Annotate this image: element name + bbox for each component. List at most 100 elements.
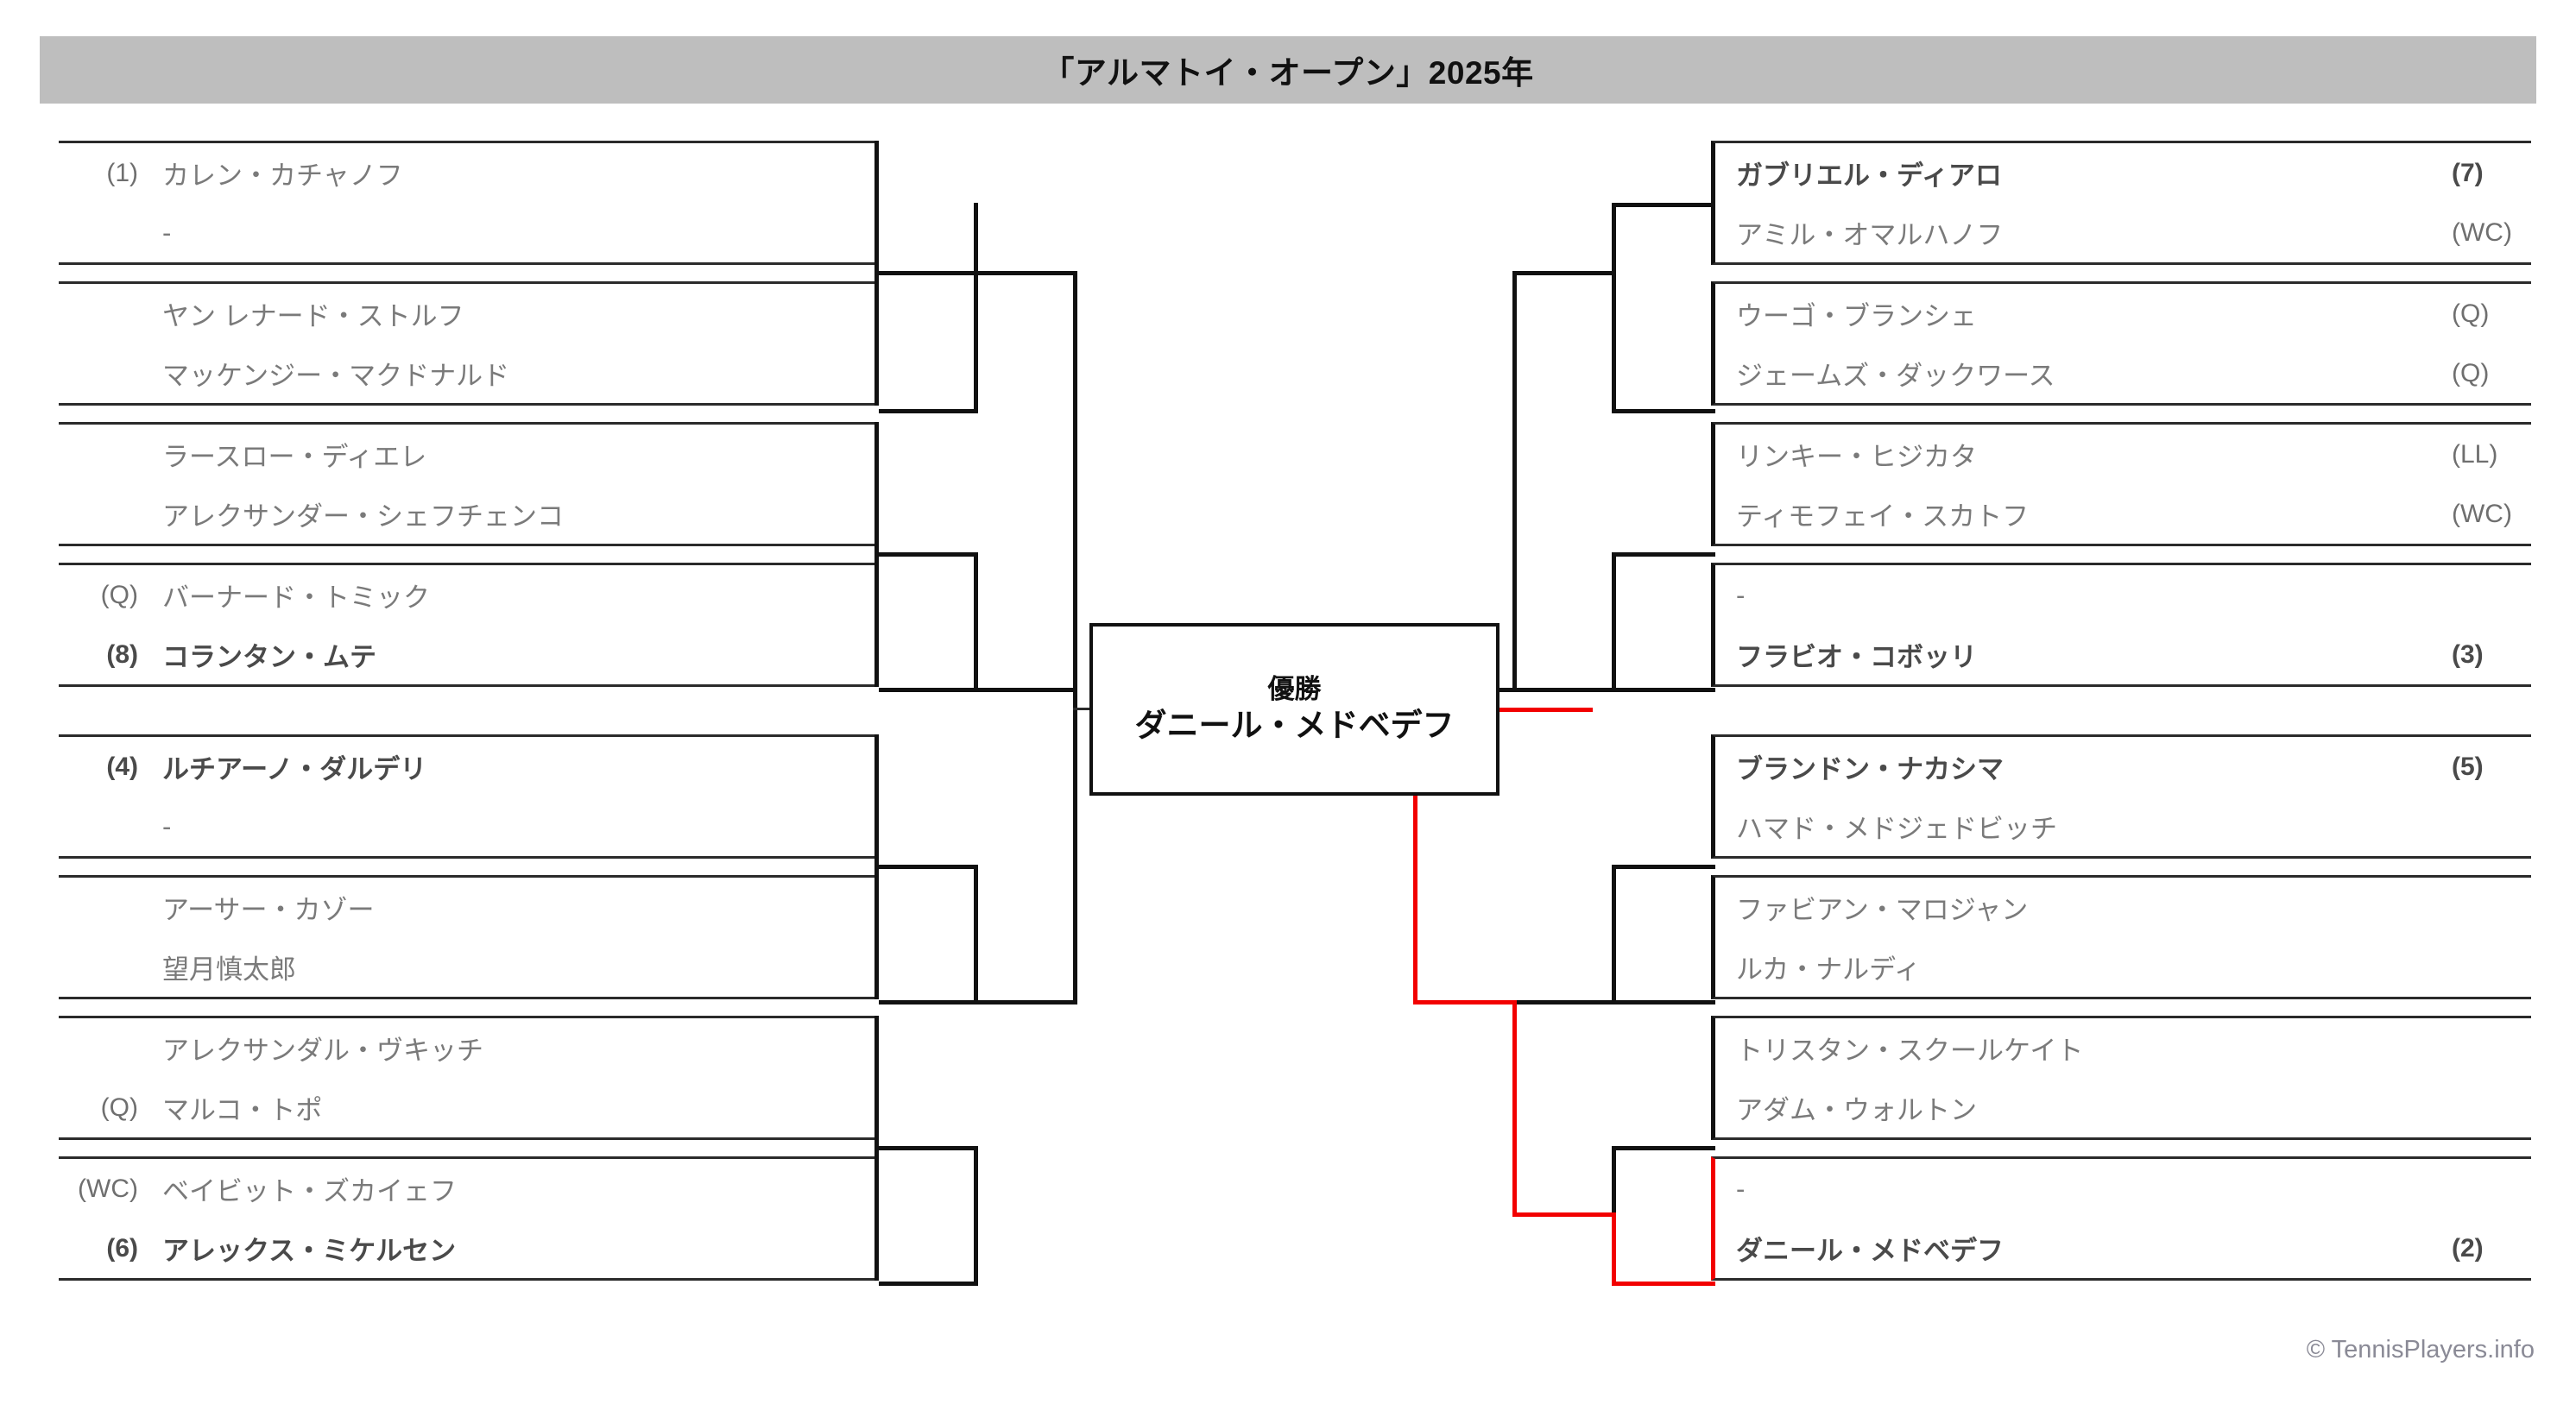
connector-right-r2c-top [1612,865,1715,869]
player-seed: (8) [106,639,138,669]
player-slot[interactable]: (Q) ウーゴ・ブランシェ [1715,284,2531,343]
player-seed: (1) [106,158,138,187]
player-slot[interactable]: ラースロー・ディエレ [59,425,874,484]
connector-right-r2b-bottom [1612,688,1715,692]
player-slot[interactable]: (WC) アミル・オマルハノフ [1715,203,2531,262]
player-slot[interactable]: (WC) ベイビット・ズカイェフ [59,1159,874,1219]
player-slot[interactable]: (3) フラビオ・コボッリ [1715,625,2531,684]
match-box-left-6[interactable]: アーサー・カゾー 望月慎太郎 [59,875,879,999]
player-seed: (Q) [2452,358,2490,387]
player-name: アレクサンダル・ヴキッチ [162,1036,483,1066]
match-box-left-4[interactable]: (Q) バーナード・トミック (8) コランタン・ムテ [59,563,879,687]
player-slot[interactable]: - [59,797,874,856]
connector-left-r2d-stem [974,1146,978,1284]
match-box-left-8[interactable]: (WC) ベイビット・ズカイェフ (6) アレックス・ミケルセン [59,1156,879,1281]
connector-right-r2d-bottom-winner [1612,1282,1715,1286]
match-box-right-7[interactable]: トリスタン・スクールケイト アダム・ウォルトン [1711,1016,2531,1140]
player-slot[interactable]: (1) カレン・カチャノフ [59,143,874,203]
match-box-left-5[interactable]: (4) ルチアーノ・ダルデリ - [59,734,879,859]
player-slot[interactable]: (LL) リンキー・ヒジカタ [1715,425,2531,484]
player-slot[interactable]: アレクサンダル・ヴキッチ [59,1018,874,1078]
connector-left-r3-bottom [974,688,1077,692]
player-name: トリスタン・スクールケイト [1736,1036,2084,1066]
player-slot[interactable]: (2) ダニール・メドベデフ [1715,1219,2531,1278]
connector-right-r3b-top [1512,1000,1616,1004]
player-seed: (Q) [100,580,138,609]
connector-left-m6-riser [874,865,879,999]
player-slot[interactable]: (7) ガブリエル・ディアロ [1715,143,2531,203]
connector-left-m1-riser [874,141,879,272]
connector-left-r2b-top [879,552,978,557]
player-name: - [162,810,172,841]
champion-name: ダニール・メドベデフ [1134,708,1455,744]
player-slot[interactable]: (4) ルチアーノ・ダルデリ [59,737,874,797]
connector-right-r2a-bottom [1612,409,1715,413]
player-name: アーサー・カゾー [162,895,375,925]
player-slot[interactable]: - [1715,1159,2531,1219]
connector-right-r3a-bottom [1512,688,1616,692]
match-box-right-3[interactable]: (LL) リンキー・ヒジカタ (WC) ティモフェイ・スカトフ [1711,422,2531,546]
player-slot[interactable]: 望月慎太郎 [59,937,874,997]
player-slot[interactable]: (6) アレックス・ミケルセン [59,1219,874,1278]
player-seed: (5) [2452,752,2484,781]
player-name: アレクサンダー・シェフチェンコ [162,501,564,532]
player-slot[interactable]: アレクサンダー・シェフチェンコ [59,484,874,544]
player-slot[interactable]: アーサー・カゾー [59,878,874,937]
connector-left-r2d-bottom [879,1282,978,1286]
player-name: マルコ・トポ [162,1095,323,1125]
connector-left-r2d-top [879,1146,978,1150]
match-box-left-2[interactable]: ヤン レナード・ストルフ マッケンジー・マクドナルド [59,281,879,406]
connector-left-m4-riser [874,552,879,687]
connector-right-r2b-top [1612,552,1715,557]
player-name: - [1736,1173,1746,1204]
connector-right-r2a-top [1612,203,1715,207]
connector-left-r2b-stem [974,552,978,690]
player-name: ラースロー・ディエレ [162,442,427,472]
player-seed: (WC) [78,1174,138,1203]
match-box-right-6[interactable]: ファビアン・マロジャン ルカ・ナルディ [1711,875,2531,999]
match-box-right-4[interactable]: - (3) フラビオ・コボッリ [1711,563,2531,687]
player-slot[interactable]: (5) ブランドン・ナカシマ [1715,737,2531,797]
player-slot[interactable]: ハマド・メドジェドビッチ [1715,797,2531,856]
player-slot[interactable]: アダム・ウォルトン [1715,1078,2531,1137]
player-seed: (LL) [2452,439,2498,469]
match-box-right-8[interactable]: - (2) ダニール・メドベデフ [1711,1156,2531,1281]
player-name: ブランドン・ナカシマ [1736,754,2004,784]
player-slot[interactable]: - [1715,565,2531,625]
player-slot[interactable]: ファビアン・マロジャン [1715,878,2531,937]
player-slot[interactable]: (Q) ジェームズ・ダックワース [1715,343,2531,403]
player-name: ヤン レナード・ストルフ [162,301,464,331]
player-slot[interactable]: トリスタン・スクールケイト [1715,1018,2531,1078]
connector-champion-feed [1496,708,1593,712]
player-slot[interactable]: (8) コランタン・ムテ [59,625,874,684]
match-box-left-3[interactable]: ラースロー・ディエレ アレクサンダー・シェフチェンコ [59,422,879,546]
player-name: ティモフェイ・スカトフ [1736,501,2030,532]
match-box-right-2[interactable]: (Q) ウーゴ・ブランシェ (Q) ジェームズ・ダックワース [1711,281,2531,406]
match-box-right-5[interactable]: (5) ブランドン・ナカシマ ハマド・メドジェドビッチ [1711,734,2531,859]
connector-right-r2b-stem [1612,552,1616,690]
player-slot[interactable]: マッケンジー・マクドナルド [59,343,874,403]
player-slot[interactable]: ルカ・ナルディ [1715,937,2531,997]
player-slot[interactable]: (WC) ティモフェイ・スカトフ [1715,484,2531,544]
player-slot[interactable]: - [59,203,874,262]
player-slot[interactable]: ヤン レナード・ストルフ [59,284,874,343]
player-seed: (3) [2452,639,2484,669]
player-name: ルチアーノ・ダルデリ [162,754,427,784]
player-name: ベイビット・ズカイェフ [162,1176,457,1206]
player-seed: (Q) [100,1093,138,1122]
connector-right-final-stem-winner [1413,708,1417,1004]
player-slot[interactable]: (Q) バーナード・トミック [59,565,874,625]
match-box-left-7[interactable]: アレクサンダル・ヴキッチ (Q) マルコ・トポ [59,1016,879,1140]
player-slot[interactable]: (Q) マルコ・トポ [59,1078,874,1137]
connector-right-r2c-stem [1612,865,1616,1003]
match-box-right-1[interactable]: (7) ガブリエル・ディアロ (WC) アミル・オマルハノフ [1711,141,2531,265]
player-name: コランタン・ムテ [162,642,376,672]
player-name: マッケンジー・マクドナルド [162,361,510,391]
connector-left-r3b-stem [1073,690,1077,1003]
champion-box[interactable]: 優勝 ダニール・メドベデフ [1089,623,1500,796]
match-box-left-1[interactable]: (1) カレン・カチャノフ - [59,141,879,265]
player-name: ルカ・ナルディ [1736,954,1921,985]
player-name: - [1736,579,1746,610]
connector-right-r2d-stem-upper [1612,1146,1616,1215]
player-seed: (4) [106,752,138,781]
